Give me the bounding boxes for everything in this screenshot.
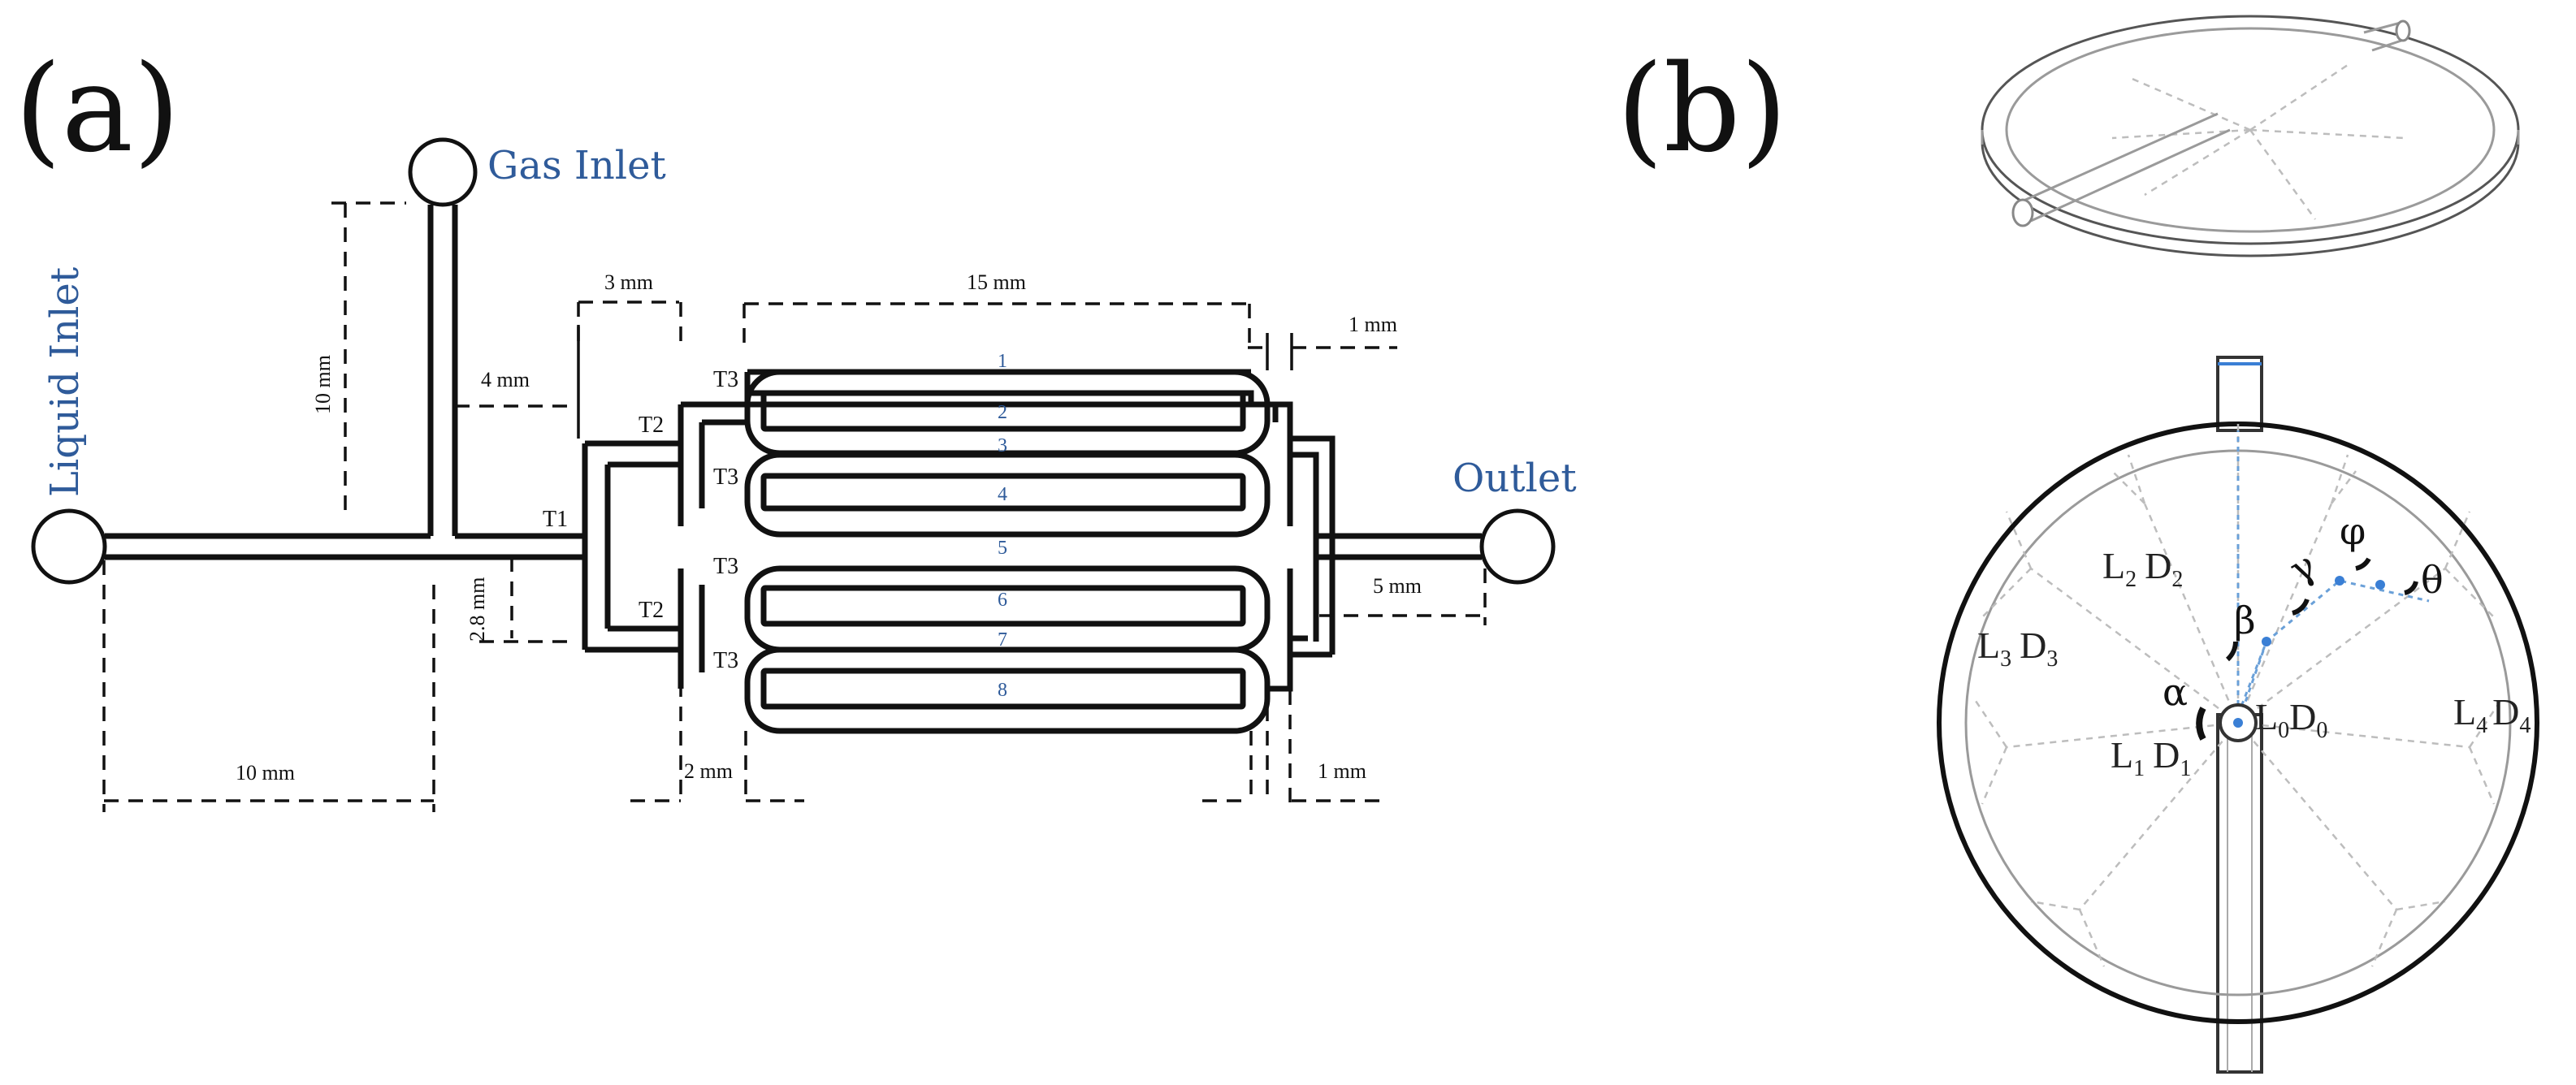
panel-b-label: (b) — [1617, 39, 1787, 179]
junction-t3-4: T3 — [713, 648, 738, 673]
angle-beta: β — [2234, 599, 2256, 642]
dim-3mm: 3 mm — [604, 270, 653, 294]
junction-t3-3: T3 — [713, 554, 738, 579]
dim-1mm-bottom: 1 mm — [1318, 759, 1366, 783]
t2-bottom-split-channel — [678, 568, 705, 689]
disk-top-view — [1937, 356, 2539, 1074]
liquid-inlet-port — [31, 508, 107, 585]
panel-a: (a) 1 2 — [15, 39, 1577, 812]
channel-number-8: 8 — [998, 680, 1007, 701]
liquid-inlet-label: Liquid Inlet — [42, 267, 88, 497]
angle-gamma: γ — [2282, 542, 2323, 592]
dim-4mm: 4 mm — [481, 368, 530, 391]
dim-5mm: 5 mm — [1373, 574, 1422, 598]
channel-number-2: 2 — [998, 402, 1007, 423]
channel-number-4: 4 — [998, 484, 1007, 505]
dim-10mm-vertical: 10 mm — [311, 355, 335, 414]
dim-2mm: 2 mm — [684, 759, 733, 783]
junction-t1: T1 — [543, 507, 568, 532]
junction-t2-bottom: T2 — [639, 598, 664, 623]
gas-inlet-label: Gas Inlet — [487, 143, 666, 188]
label-l0d0: L0D0 — [2255, 696, 2327, 743]
panel-a-label: (a) — [15, 39, 180, 179]
dim-15mm: 15 mm — [967, 270, 1026, 294]
channel-number-3: 3 — [998, 435, 1007, 456]
isometric-disk — [1981, 15, 2520, 257]
junction-t2-top: T2 — [639, 413, 664, 438]
parallel-channel-array — [681, 369, 1279, 734]
dim-10mm-horizontal: 10 mm — [236, 761, 295, 785]
panel-b: (b) — [1617, 15, 2539, 1074]
outlet-label: Outlet — [1453, 456, 1577, 501]
channel-number-7: 7 — [998, 629, 1007, 651]
dimension-lines: 10 mm 4 mm 3 mm 15 mm 1 mm 2.8 mm 10 mm … — [102, 201, 1487, 812]
gas-inlet-port — [408, 137, 478, 207]
channel-number-6: 6 — [998, 590, 1007, 611]
t1-split-channel — [582, 440, 681, 653]
dim-2-8mm: 2.8 mm — [465, 577, 489, 642]
outlet-port — [1479, 508, 1556, 585]
angle-phi: φ — [2340, 509, 2366, 553]
angle-alpha: α — [2163, 670, 2188, 714]
dim-1mm-top: 1 mm — [1349, 313, 1397, 336]
channel-number-5: 5 — [998, 538, 1007, 559]
liquid-inlet-channel — [105, 533, 585, 560]
junction-t3-1: T3 — [713, 367, 738, 392]
angle-theta: θ — [2421, 558, 2444, 602]
junction-t3-2: T3 — [713, 465, 738, 490]
channel-number-1: 1 — [998, 351, 1007, 372]
outlet-merge-channel — [1267, 401, 1482, 692]
t2-top-split-channel — [678, 404, 705, 526]
gas-inlet-channel — [427, 205, 458, 536]
